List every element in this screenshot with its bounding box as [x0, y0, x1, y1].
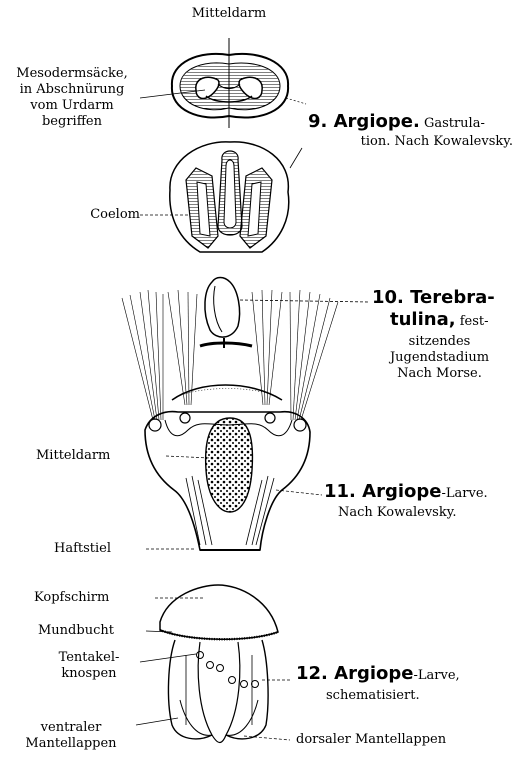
mesoderm-line-3: vom Urdarm — [2, 98, 142, 114]
fig11-caption-line-2: Nach Kowalevsky. — [338, 505, 456, 521]
fig10-rest-3: Jugendstadium — [372, 350, 507, 366]
fig10-title-bold-2: tulina, — [390, 309, 456, 330]
fig11-mitteldarm-label: Mitteldarm — [36, 448, 110, 464]
kopfschirm-label: Kopfschirm — [34, 590, 109, 606]
fig11-larva-drawing — [122, 290, 338, 550]
fig9-gastrula-section — [172, 38, 288, 128]
coelom-label: Coelom — [60, 207, 140, 223]
mesoderm-line-4: begriffen — [2, 114, 142, 130]
fig12-caption-line-2: schematisiert. — [326, 688, 420, 704]
fig10-rest-block: sitzendes Jugendstadium Nach Morse. — [372, 334, 507, 382]
haftstiel-label: Haftstiel — [54, 541, 111, 557]
mesoderm-line-1: Mesodermsäcke, — [2, 66, 142, 82]
dorsal-label: dorsaler Mantellappen — [296, 732, 446, 748]
fig12-title-suffix: -Larve, — [413, 668, 459, 683]
fig10-terebratulina-drawing — [200, 278, 370, 349]
fig10-rest-4: Nach Morse. — [372, 366, 507, 382]
fig10-rest-1: fest- — [460, 314, 489, 329]
fig9-title: 9. Argiope. — [308, 111, 420, 132]
fig9-caption-line-1: 9. Argiope. Gastrula- — [308, 114, 485, 132]
ventral-line-2: Mantellappen — [6, 736, 136, 752]
fig9-title-rest-1: Gastrula- — [424, 116, 485, 131]
fig11-caption-line-1: 11. Argiope-Larve. — [324, 484, 488, 502]
fig10-title-1: 10. Terebra- — [372, 290, 495, 308]
fig12-caption-line-1: 12. Argiope-Larve, — [296, 666, 460, 684]
mesoderm-line-2: in Abschnürung — [2, 82, 142, 98]
fig10-rest-2: sitzendes — [372, 334, 507, 350]
fig10-title-bold-1: 10. Terebra- — [372, 287, 495, 308]
fig12-title: 12. Argiope — [296, 663, 413, 684]
tentakel-line-1: Tentakel- — [44, 650, 134, 666]
mundbucht-label: Mundbucht — [38, 623, 114, 639]
fig9-coelom-section — [170, 142, 302, 252]
fig9-caption-line-2: tion. Nach Kowalevsky. — [300, 134, 513, 150]
tentakel-line-2: knospen — [44, 666, 134, 682]
fig10-title-2: tulina, fest- — [390, 312, 489, 330]
fig11-title-suffix: -Larve. — [441, 486, 487, 501]
tentakel-label: Tentakel- knospen — [44, 650, 134, 682]
ventral-line-1: ventraler — [6, 720, 136, 736]
fig11-title: 11. Argiope — [324, 481, 441, 502]
ventral-label: ventraler Mantellappen — [6, 720, 136, 752]
mesoderm-label: Mesodermsäcke, in Abschnürung vom Urdarm… — [2, 66, 142, 130]
top-mitteldarm-label: Mitteldarm — [168, 6, 290, 22]
